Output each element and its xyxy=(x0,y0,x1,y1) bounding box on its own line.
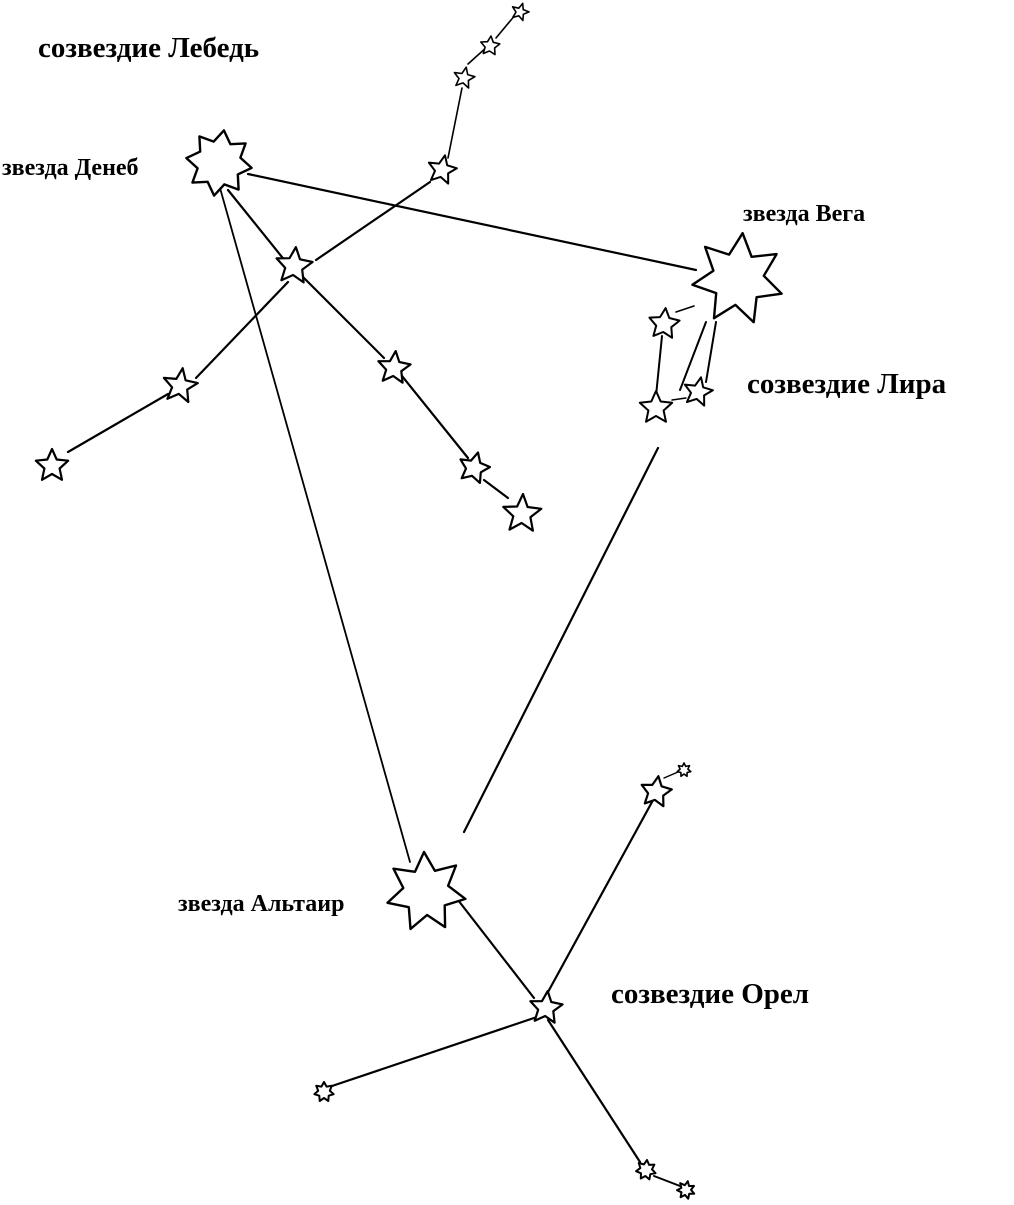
aquila-line xyxy=(663,771,679,779)
lyra-star-icon xyxy=(648,307,681,339)
cygnus-star-icon xyxy=(427,154,458,185)
altair-star-icon xyxy=(386,850,467,931)
cygnus-star-icon xyxy=(162,367,199,404)
vega-altair-line xyxy=(462,446,660,834)
aquila-line xyxy=(546,1018,642,1164)
vega-star-icon xyxy=(691,232,783,324)
aquila-star-icon xyxy=(635,1159,657,1181)
cygnus-wing-line xyxy=(194,280,290,380)
cygnus-constellation-label: созвездие Лебедь xyxy=(38,32,260,64)
stars xyxy=(34,2,783,1200)
deneb-star-icon xyxy=(185,129,253,197)
lyra-line xyxy=(705,321,717,383)
cygnus-wing-line xyxy=(66,392,170,454)
connection-lines xyxy=(66,13,717,1187)
lyra-star-icon xyxy=(683,376,714,407)
cygnus-wing-line xyxy=(314,180,432,262)
cygnus-star-icon xyxy=(34,447,70,481)
deneb-star-label: звезда Денеб xyxy=(2,155,139,181)
cygnus-body-line xyxy=(300,274,386,360)
aquila-constellation-label: созвездие Орел xyxy=(611,978,810,1010)
cygnus-star-icon xyxy=(480,35,501,56)
aquila-star-icon xyxy=(676,762,692,778)
lyra-line xyxy=(675,305,695,313)
lyra-line xyxy=(655,335,663,397)
cygnus-star-icon xyxy=(377,350,412,384)
vega-star-label: звезда Вега xyxy=(743,201,866,227)
lyra-star-icon xyxy=(638,390,674,423)
altair-star-label: звезда Альтаир xyxy=(178,891,345,917)
cygnus-body-line xyxy=(400,374,470,460)
aquila-line xyxy=(330,1014,542,1088)
aquila-line xyxy=(546,800,654,994)
aquila-line xyxy=(653,1175,681,1187)
cygnus-star-icon xyxy=(453,66,476,89)
aquila-star-icon xyxy=(640,775,673,808)
aquila-star-icon xyxy=(529,990,564,1024)
aquila-star-icon xyxy=(676,1180,696,1200)
deneb-altair-line xyxy=(219,187,411,863)
cygnus-body-line xyxy=(482,478,510,500)
aquila-body-line xyxy=(456,898,536,1000)
lyra-constellation-label: созвездие Лира xyxy=(747,368,947,400)
cygnus-body-line xyxy=(226,188,288,264)
cygnus-star-icon xyxy=(502,492,543,532)
aquila-star-icon xyxy=(313,1081,335,1102)
lyra-line xyxy=(679,321,707,391)
cygnus-star-icon xyxy=(511,2,530,22)
deneb-vega-line xyxy=(246,172,698,272)
cygnus-star-icon xyxy=(275,246,314,284)
lyra-line xyxy=(671,397,687,401)
cygnus-neck-line xyxy=(447,87,463,159)
cygnus-star-icon xyxy=(459,451,492,484)
